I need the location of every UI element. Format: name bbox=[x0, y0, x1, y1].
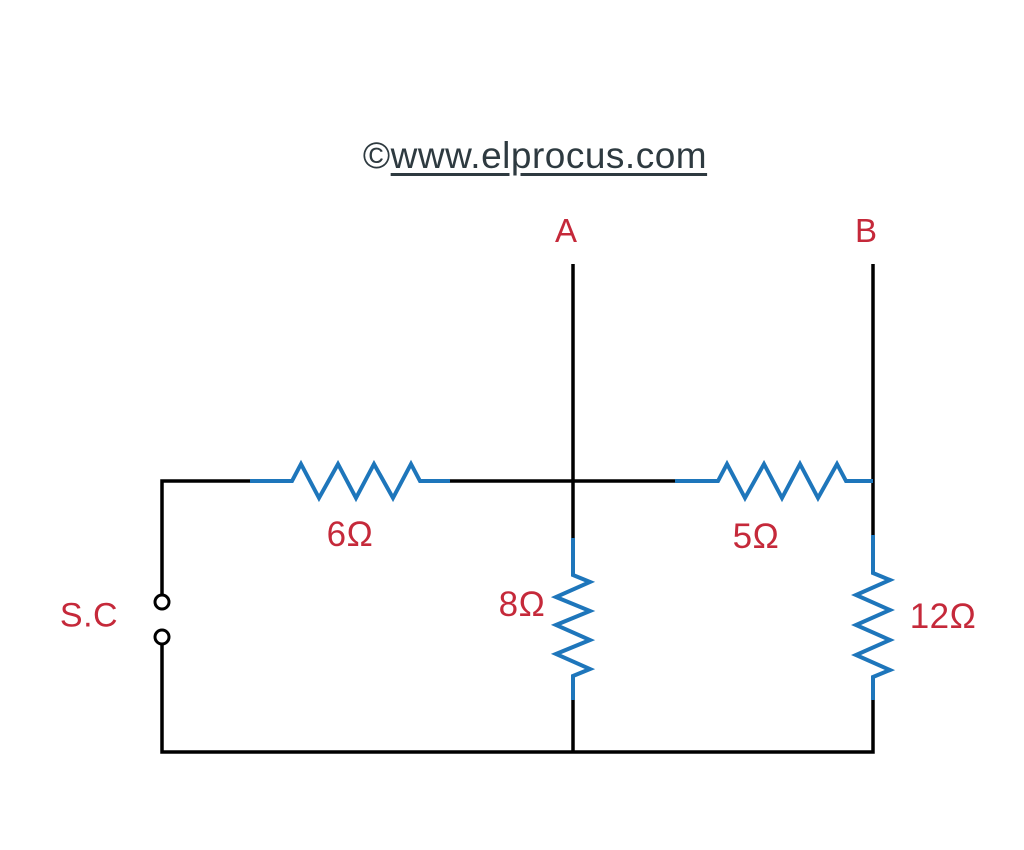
watermark: ©www.elprocus.com bbox=[363, 135, 707, 177]
wire-bottom-loop bbox=[160, 644, 875, 754]
terminal-b-label: B bbox=[854, 212, 878, 249]
sc-terminal-bottom-circle bbox=[153, 628, 171, 646]
sc-terminal-group bbox=[153, 593, 171, 646]
resistor-12ohm-label: 12Ω bbox=[909, 597, 977, 636]
resistor-12ohm-symbol bbox=[851, 535, 896, 700]
resistor-5ohm-label: 5Ω bbox=[732, 517, 780, 556]
watermark-copyright-symbol: © bbox=[362, 135, 391, 176]
wire-left-top bbox=[160, 479, 250, 595]
terminal-a-label: A bbox=[554, 212, 578, 249]
resistor-6ohm-label: 6Ω bbox=[326, 515, 374, 554]
resistor-group bbox=[250, 459, 896, 700]
resistor-6ohm-symbol bbox=[250, 459, 450, 503]
resistor-8ohm-label: 8Ω bbox=[498, 585, 546, 624]
resistor-8ohm-symbol bbox=[550, 538, 596, 700]
resistor-5ohm-symbol bbox=[675, 459, 873, 503]
short-circuit-label: S.C bbox=[59, 596, 119, 635]
wire-group bbox=[160, 264, 875, 754]
watermark-site-text: www.elprocus.com bbox=[390, 135, 708, 176]
sc-terminal-top-circle bbox=[153, 593, 171, 611]
